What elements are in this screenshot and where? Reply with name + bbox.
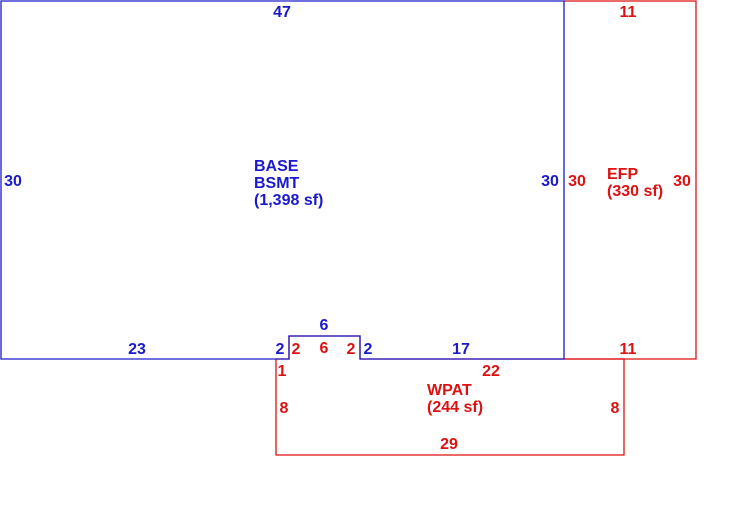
- dim-base-left: 30: [4, 173, 22, 190]
- wpat-area-size: (244 sf): [427, 399, 483, 416]
- efp-area-label: EFP: [607, 166, 638, 183]
- dim-base-notch-right: 2: [364, 341, 373, 358]
- dim-base-notch-top: 6: [320, 317, 329, 334]
- dim-wpat-top-right: 22: [482, 363, 500, 380]
- bsmt-area-label: BSMT: [254, 175, 300, 192]
- dim-efp-top: 11: [620, 4, 637, 21]
- dim-wpat-notch-top: 6: [320, 340, 329, 357]
- dim-wpat-bottom: 29: [440, 436, 458, 453]
- dim-base-right: 30: [541, 173, 559, 190]
- wpat-area-label: WPAT: [427, 382, 472, 399]
- dim-wpat-left-small: 1: [278, 363, 287, 380]
- dim-efp-right: 30: [673, 173, 691, 190]
- base-outline: [0, 0, 565, 360]
- dim-wpat-right: 8: [611, 400, 620, 417]
- dim-base-bottom-right: 17: [452, 341, 470, 358]
- dim-base-notch-left: 2: [276, 341, 285, 358]
- efp-outline: [564, 0, 697, 360]
- dim-base-top: 47: [273, 4, 291, 21]
- dim-efp-bottom: 11: [620, 341, 637, 358]
- dim-wpat-notch-left: 2: [292, 341, 301, 358]
- dim-wpat-left: 8: [280, 400, 289, 417]
- dim-base-bottom-left: 23: [128, 341, 146, 358]
- base-area-size: (1,398 sf): [254, 192, 323, 209]
- efp-area-size: (330 sf): [607, 183, 663, 200]
- dim-efp-left: 30: [568, 173, 586, 190]
- base-area-label: BASE: [254, 158, 299, 175]
- dim-wpat-notch-right: 2: [347, 341, 356, 358]
